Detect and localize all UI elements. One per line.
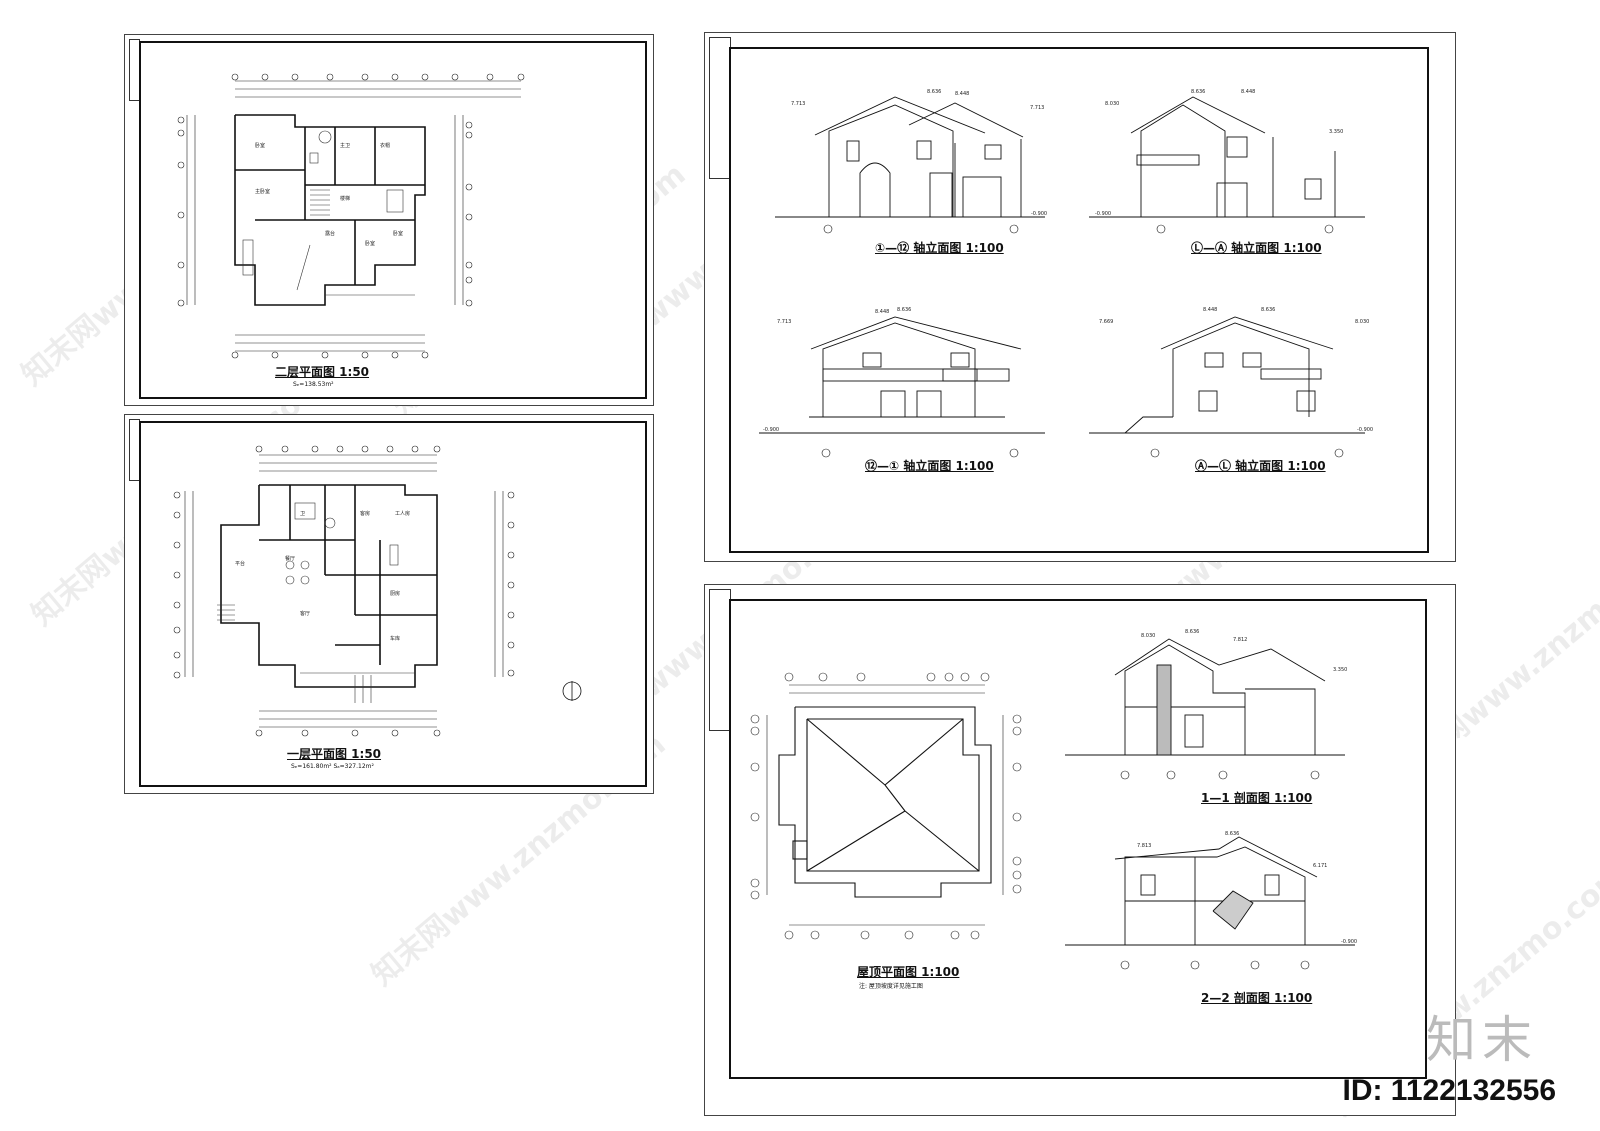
svg-text:8.448: 8.448 [875,309,889,315]
svg-text:车库: 车库 [390,635,400,642]
svg-text:7.813: 7.813 [1137,843,1151,849]
svg-text:7.812: 7.812 [1233,637,1247,643]
brand-logo: 知末 [1426,1011,1538,1069]
sheet-frame [729,599,1427,1079]
area-note: Sₑ=161.80m² Sₐ=327.12m² [291,763,374,770]
svg-text:-0.900: -0.900 [763,427,779,433]
svg-text:厨房: 厨房 [390,590,400,597]
sheet-second-floor: 卧室主卫衣帽 主卧室露台卧室 卧室楼梯 二层平面图 1:50 Sₑ=138.53… [124,34,654,406]
svg-text:8.448: 8.448 [955,91,969,97]
svg-text:8.448: 8.448 [1203,307,1217,313]
elevation-title-side-al: Ⓐ—Ⓛ 轴立面图 1:100 [1195,459,1326,473]
svg-text:7.669: 7.669 [1099,319,1113,325]
svg-text:8.636: 8.636 [927,89,941,95]
svg-text:露台: 露台 [325,230,335,237]
sheet-roof-sections: 8.030 8.636 7.812 3.350 7.813 8.636 6.171 -0… [704,584,1456,1116]
svg-text:3.350: 3.350 [1333,667,1347,673]
svg-text:7.713: 7.713 [777,319,791,325]
roof-note: 注: 屋顶坡度详见施工图 [859,983,923,990]
svg-text:平台: 平台 [235,560,245,567]
elevation-title-rear: ⑫—① 轴立面图 1:100 [865,459,994,473]
sheet-first-floor: 平台 卫 客房 工人房餐厅客厅 厨房车库 一层平面图 1:50 Sₑ=161.80m… [124,414,654,794]
svg-text:主卧室: 主卧室 [255,188,270,195]
svg-text:-0.900: -0.900 [1357,427,1373,433]
svg-text:8.030: 8.030 [1355,319,1369,325]
svg-text:3.350: 3.350 [1329,129,1343,135]
svg-text:7.713: 7.713 [1030,105,1044,111]
svg-text:卫: 卫 [300,511,305,517]
svg-text:8.636: 8.636 [1191,89,1205,95]
svg-text:客房: 客房 [360,510,370,517]
sheet-elevations: 7.713 8.636 8.448 7.713 -0.900 8.030 8.6… [704,32,1456,562]
sheet-frame [729,47,1429,553]
svg-text:8.030: 8.030 [1141,633,1155,639]
svg-text:卧室: 卧室 [255,142,265,149]
svg-text:衣帽: 衣帽 [380,142,390,149]
svg-text:8.448: 8.448 [1241,89,1255,95]
svg-text:6.171: 6.171 [1313,863,1327,869]
sheet-frame [139,41,647,399]
svg-text:8.636: 8.636 [1225,831,1239,837]
svg-text:8.636: 8.636 [897,307,911,313]
svg-text:8.030: 8.030 [1105,101,1119,107]
svg-text:主卫: 主卫 [340,142,350,149]
sheet-title: 一层平面图 1:50 [287,747,382,761]
second-floor-plan: 卧室主卫衣帽 主卧室露台卧室 卧室楼梯 [177,73,525,359]
svg-text:8.636: 8.636 [1261,307,1275,313]
elevation-title-side-la: Ⓛ—Ⓐ 轴立面图 1:100 [1191,241,1322,255]
svg-text:8.636: 8.636 [1185,629,1199,635]
roof-and-section-drawings: 8.030 8.636 7.812 3.350 7.813 8.636 6.171 -0… [750,629,1357,970]
svg-text:楼梯: 楼梯 [340,195,350,202]
svg-text:工人房: 工人房 [395,510,410,517]
sheet-title: 二层平面图 1:50 [275,365,370,379]
svg-text:卧室: 卧室 [365,240,375,247]
section-11-title: 1—1 剖面图 1:100 [1201,791,1313,805]
svg-text:-0.900: -0.900 [1031,211,1047,217]
roof-plan-title: 屋顶平面图 1:100 [857,965,960,979]
svg-text:-0.900: -0.900 [1095,211,1111,217]
svg-text:卧室: 卧室 [393,230,403,237]
section-22-title: 2—2 剖面图 1:100 [1201,991,1313,1005]
svg-text:7.713: 7.713 [791,101,805,107]
elevation-title-front: ①—⑫ 轴立面图 1:100 [875,241,1004,255]
svg-text:-0.900: -0.900 [1341,939,1357,945]
svg-text:餐厅: 餐厅 [285,555,295,562]
area-note: Sₑ=138.53m² [293,381,334,388]
image-id: ID: 1122132556 [1342,1074,1556,1107]
sheet-frame [139,421,647,787]
svg-text:客厅: 客厅 [300,610,310,617]
elevation-drawings: 7.713 8.636 8.448 7.713 -0.900 8.030 8.6… [759,89,1373,458]
